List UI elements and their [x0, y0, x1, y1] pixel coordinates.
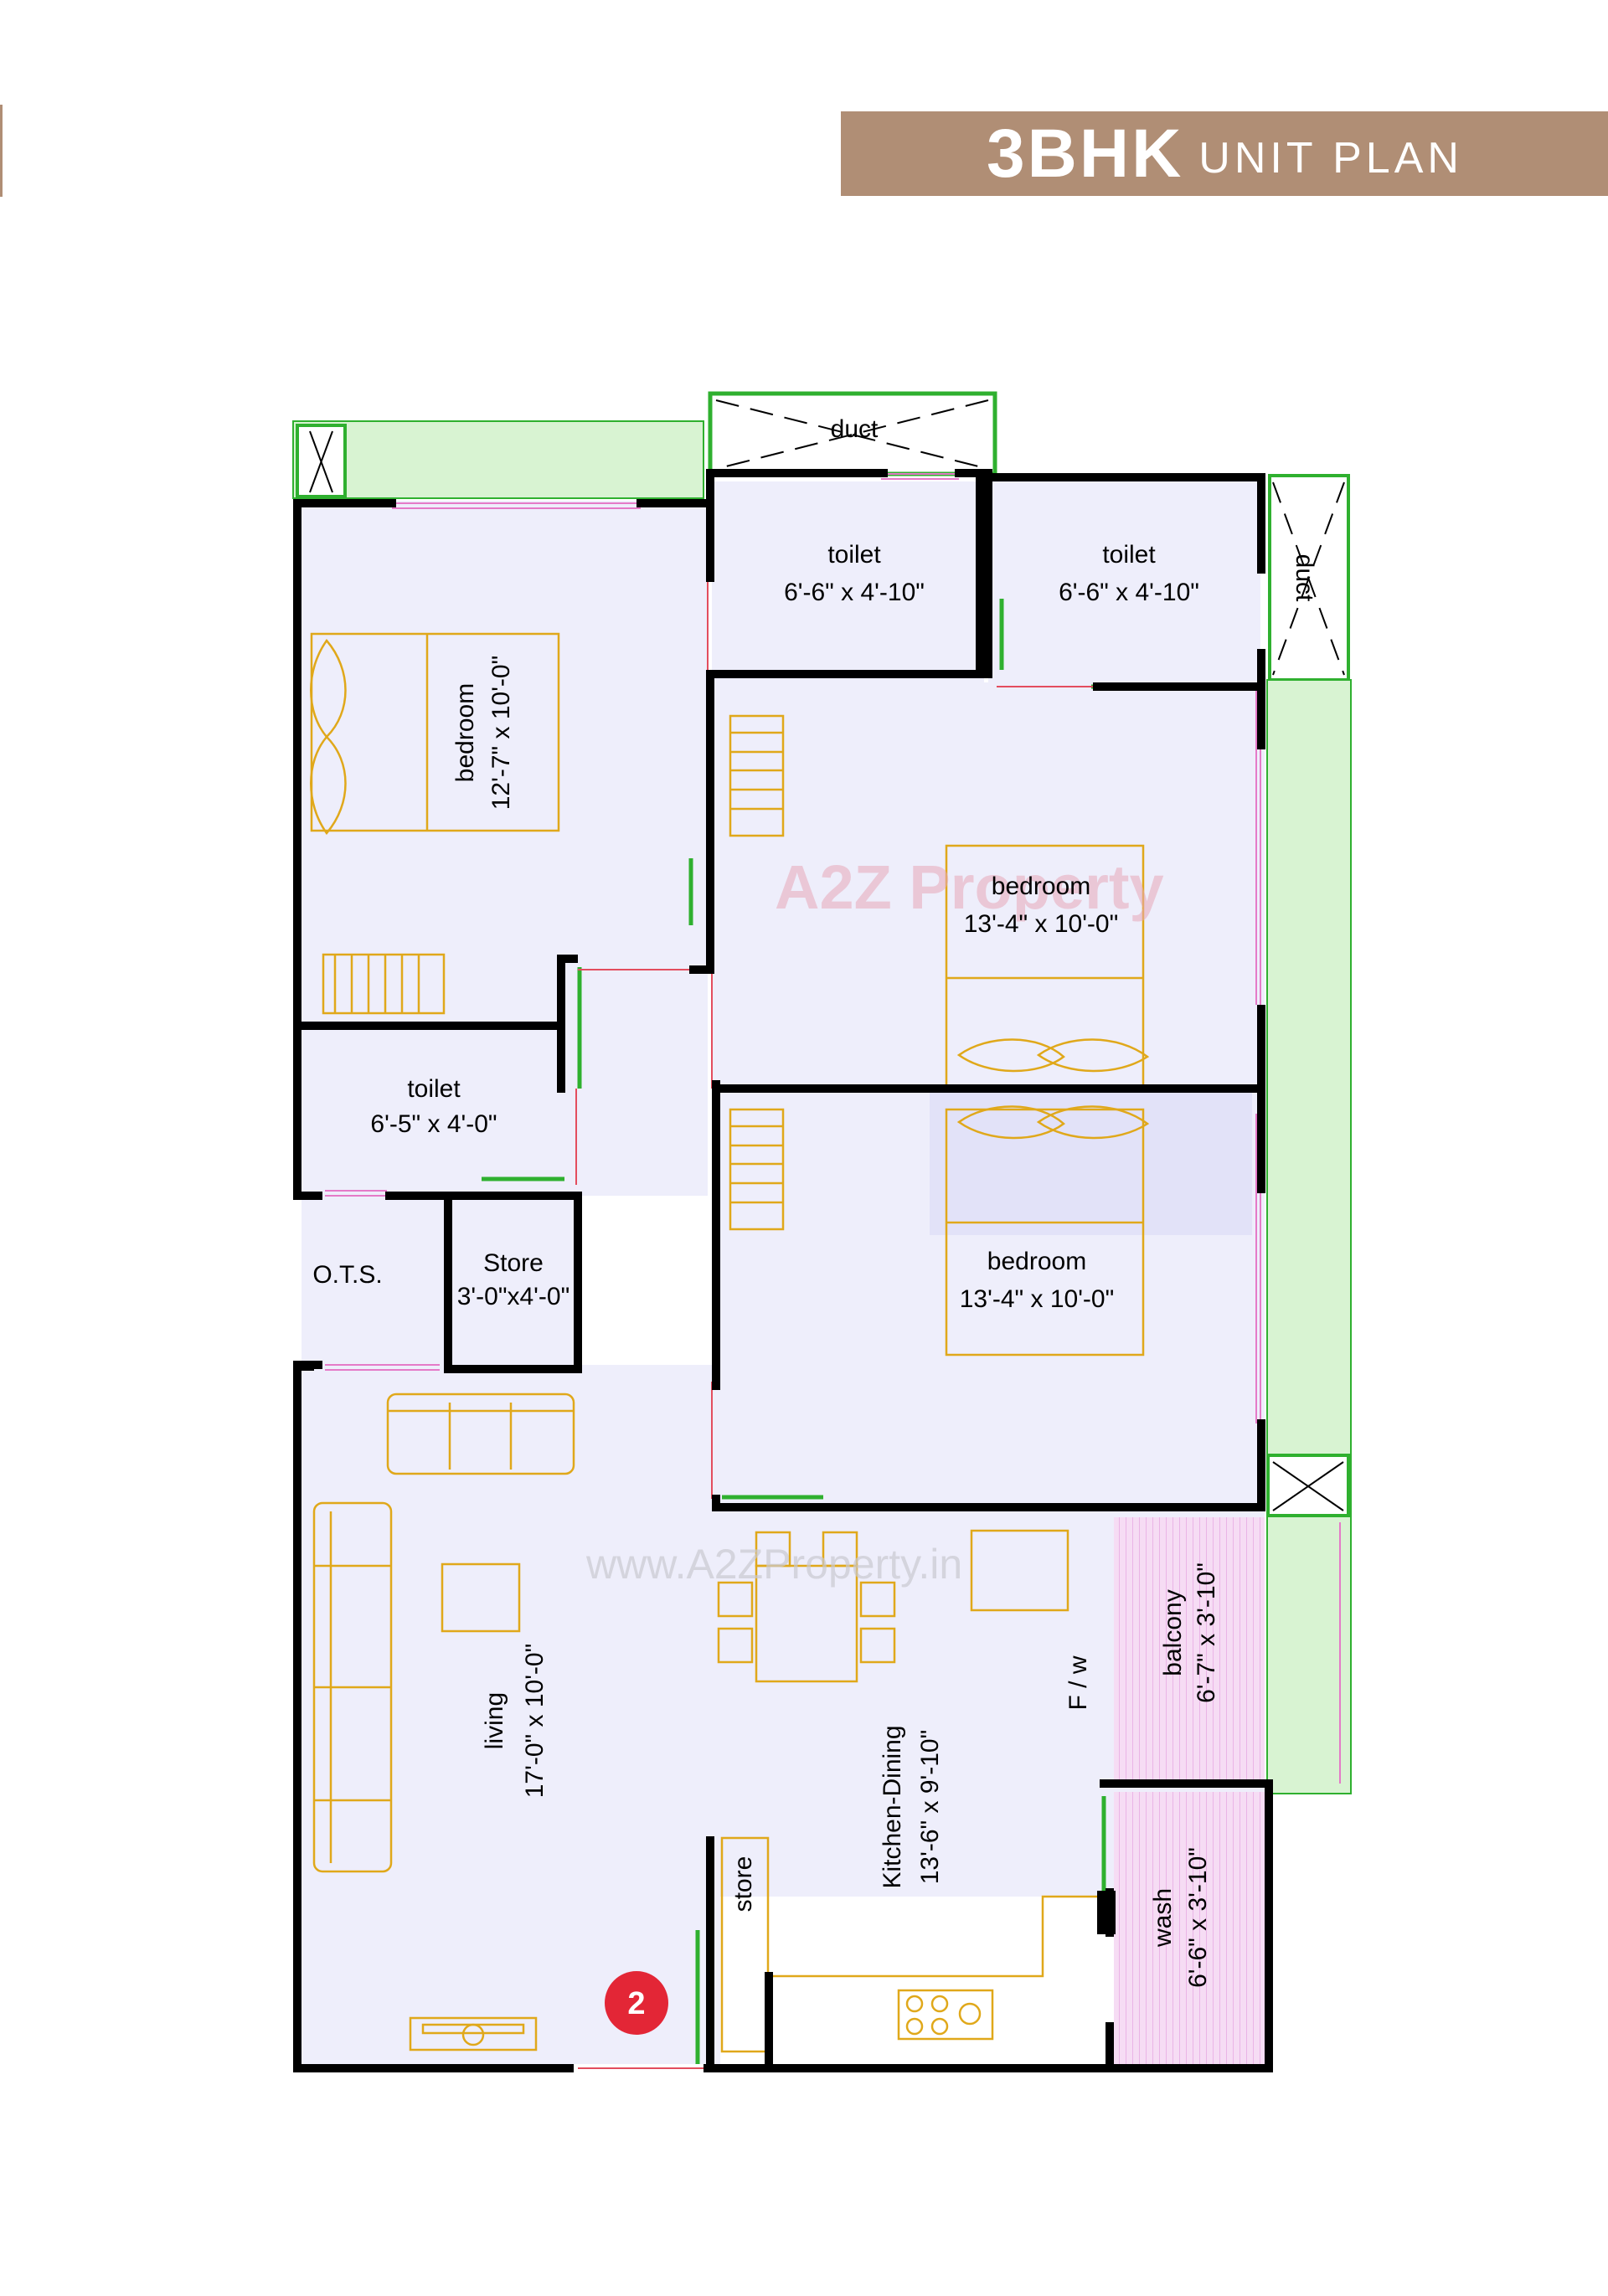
balcony-floor: [1114, 1517, 1265, 1785]
wardrobe-middle: [729, 714, 785, 837]
living-size: 17'-0" x 10'-0": [521, 1644, 549, 1799]
tv-unit: [409, 2016, 538, 2051]
furniture: [310, 632, 1150, 2053]
balcony-name: balcony: [1159, 1589, 1187, 1676]
bed-lower: [945, 1105, 1150, 1356]
store-name: Store: [483, 1249, 544, 1277]
banner-subtitle: UNIT PLAN: [1198, 133, 1463, 183]
toilet-top-left-name: toilet: [827, 541, 881, 569]
ots-label: O.T.S.: [312, 1261, 382, 1289]
bedroom-lower-size: 13'-4" x 10'-0": [960, 1285, 1115, 1313]
sofa-left: [312, 1501, 393, 1873]
wash-floor: [1114, 1792, 1265, 2064]
outdoor-areas: [292, 391, 1352, 1794]
fw-label: F / w: [1064, 1655, 1092, 1710]
wash-name: wash: [1149, 1888, 1177, 1948]
bedroom-lower-name: bedroom: [987, 1248, 1086, 1275]
bed-left: [310, 632, 560, 836]
unit-plan-banner: 3BHK UNIT PLAN: [841, 111, 1608, 196]
watermark-url: www.A2ZProperty.in: [585, 1541, 962, 1588]
top-left-terrace: [292, 420, 704, 499]
banner-title: 3BHK: [987, 115, 1184, 192]
toilet-top-right-name: toilet: [1102, 541, 1156, 569]
kitchen-counter: [769, 1895, 1110, 2041]
wardrobe-lower: [729, 1108, 785, 1231]
wardrobe-left: [322, 953, 446, 1015]
living-name: living: [481, 1692, 508, 1749]
toilet-top-left-size: 6'-6" x 4'-10": [784, 579, 925, 606]
wash-size: 6'-6" x 3'-10": [1184, 1847, 1212, 1988]
bedroom-middle-size: 13'-4" x 10'-0": [964, 910, 1119, 938]
dining-set: [717, 1531, 896, 1683]
duct-right-label: duct: [1291, 554, 1318, 602]
fridge: [970, 1529, 1069, 1612]
kitchen-name: Kitchen-Dining: [879, 1725, 906, 1888]
bedroom-left-size: 12'-7" x 10'-0": [487, 656, 515, 811]
kitchen-store-shelf: [720, 1836, 770, 2053]
kitchen-size: 13'-6" x 9'-10": [916, 1730, 944, 1885]
unit-number: 2: [627, 1986, 645, 2021]
balcony-size: 6'-7" x 3'-10": [1193, 1562, 1220, 1703]
store-size: 3'-0"x4'-0": [457, 1283, 570, 1310]
kitchen-store-label: store: [729, 1856, 757, 1912]
right-terrace: [1266, 679, 1352, 1794]
sofa-top: [386, 1393, 575, 1475]
duct-top-label: duct: [831, 415, 879, 443]
bedroom-left-name: bedroom: [451, 683, 479, 782]
toilet-left-name: toilet: [407, 1075, 461, 1103]
toilet-top-right-size: 6'-6" x 4'-10": [1059, 579, 1199, 606]
coffee-table: [441, 1562, 521, 1633]
watermark-logo: A2Z Property: [775, 852, 1164, 922]
wall-corners: [293, 1361, 1116, 1934]
toilet-left-size: 6'-5" x 4'-0": [370, 1110, 497, 1138]
walls: [293, 469, 1273, 2072]
page-edge-mark: [0, 105, 3, 197]
floor-fills: [297, 481, 1265, 2064]
unit-number-marker: 2: [605, 1971, 668, 2035]
bedroom-middle-name: bedroom: [992, 873, 1090, 900]
